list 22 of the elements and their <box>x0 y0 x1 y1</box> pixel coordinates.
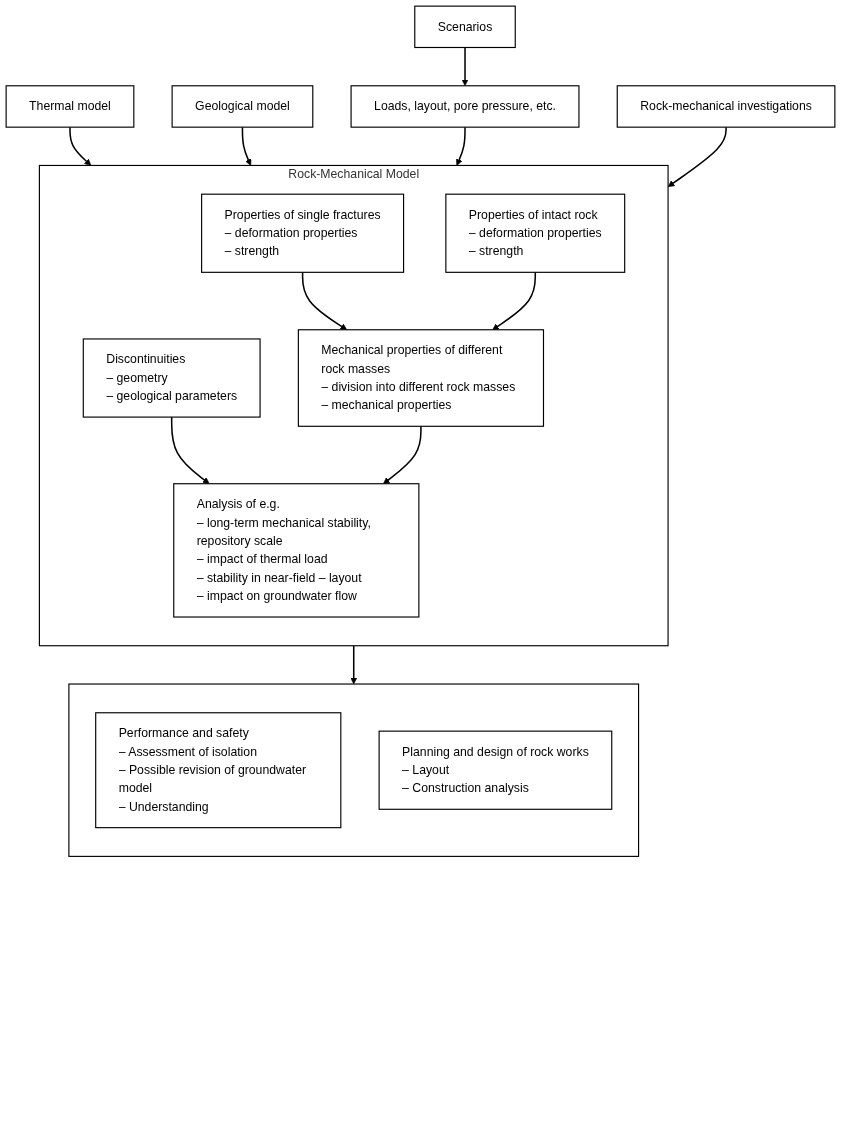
arrow <box>170 416 210 485</box>
node-box: Performance and safety – Assessment of isolation – Possible revision of groundwater model – Understanding <box>95 712 342 829</box>
node-box: Discontinuities – geometry – geological parameters <box>82 338 261 418</box>
arrow <box>350 644 358 685</box>
arrow <box>461 46 469 87</box>
node-box: Analysis of e.g. – long-term mechanical stability, repository scale – impact of thermal load – stability in near-field – layout – impact on groundwater flow <box>173 483 420 618</box>
arrow <box>456 126 466 166</box>
node-box: Properties of intact rock – deformation properties – strength <box>445 193 626 273</box>
node-box: Thermal model <box>5 85 135 128</box>
arrow <box>492 271 537 331</box>
node-box: Loads, layout, pore pressure, etc. <box>350 85 580 128</box>
node-box: Rock-mechanical investigations <box>616 85 836 128</box>
cluster <box>68 683 640 857</box>
node-box: Geological model <box>171 85 314 128</box>
arrow <box>383 425 422 485</box>
arrow <box>69 126 92 166</box>
arrow <box>301 271 348 331</box>
node-box: Scenarios <box>414 5 516 49</box>
node-box: Properties of single fractures – deformation properties – strength <box>201 193 405 273</box>
arrow <box>241 126 252 166</box>
node-box: Mechanical properties of different rock masses – division into different rock masses – mechanical properties <box>297 329 545 427</box>
node-box: Planning and design of rock works – Layout – Construction analysis <box>378 730 613 810</box>
